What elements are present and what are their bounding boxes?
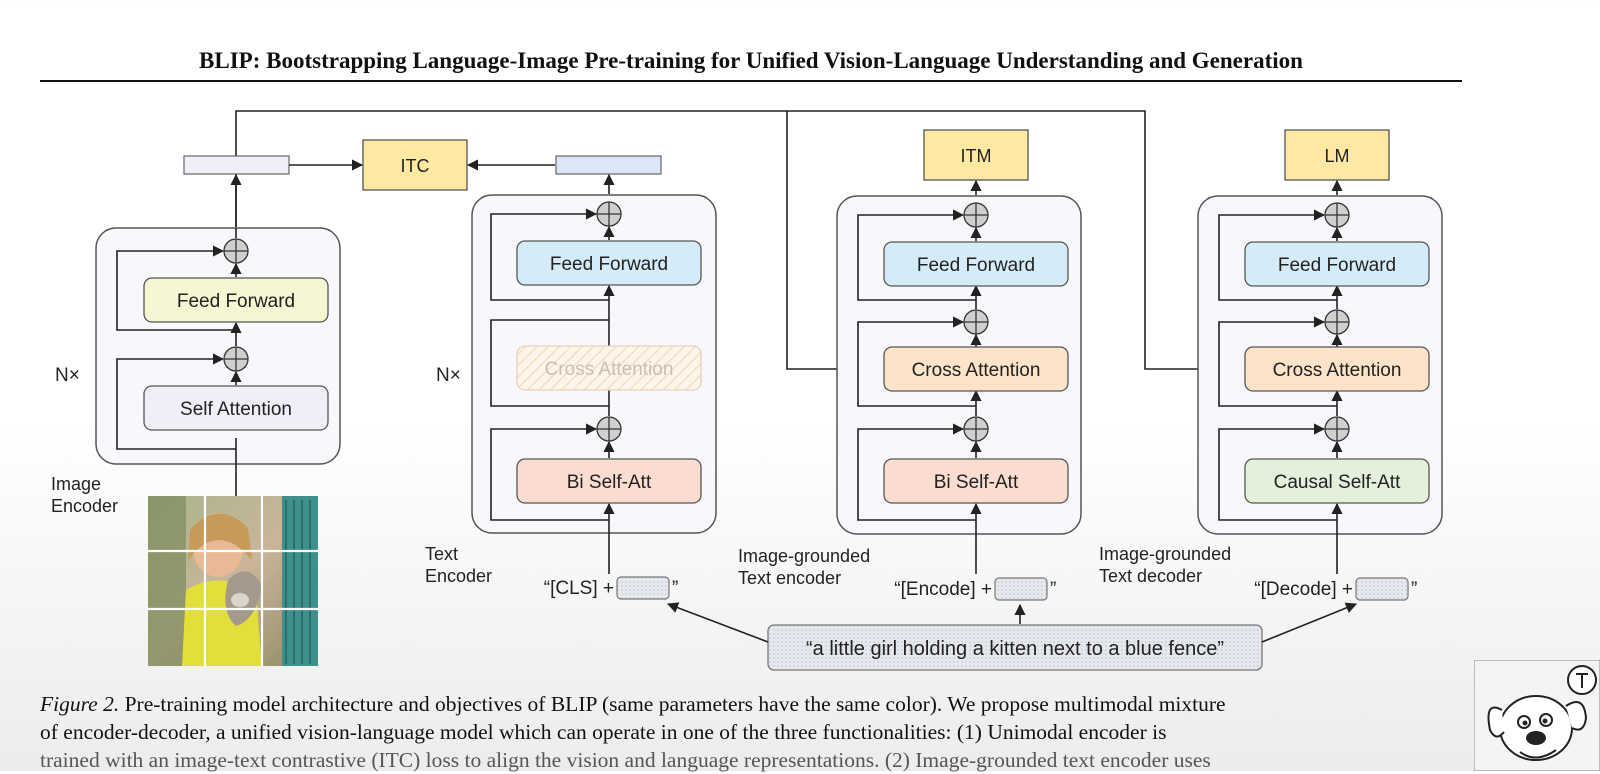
- lm-label: LM: [1324, 146, 1349, 166]
- input-image: [148, 496, 318, 666]
- page-title: BLIP: Bootstrapping Language-Image Pre-t…: [199, 48, 1303, 73]
- decode-token-placeholder: [1355, 577, 1409, 601]
- grounded-encoder-cross-attention-label: Cross Attention: [912, 360, 1041, 381]
- mascot-logo: [1474, 660, 1600, 771]
- caption-text: “a little girl holding a kitten next to …: [806, 638, 1224, 660]
- image-self-attention-block: [143, 385, 329, 431]
- image-encoder-label-line1: Image: [51, 474, 101, 494]
- grounded-encoder-label-line1: Image-grounded: [738, 546, 870, 566]
- image-self-attention-label: Self Attention: [180, 399, 292, 420]
- text-bi-self-att-label: Bi Self-Att: [567, 472, 652, 493]
- grounded-decoder-feed-forward-block: [1244, 241, 1430, 287]
- text-embedding-bar: [555, 155, 662, 175]
- itm-objective: ITM: [923, 129, 1029, 181]
- text-cross-attention-label: Cross Attention: [545, 359, 674, 380]
- grounded-decoder-label-line1: Image-grounded: [1099, 544, 1231, 564]
- svg-text:”: ”: [672, 578, 678, 599]
- svg-text:”: ”: [1050, 579, 1056, 600]
- text-encoder-input: “[CLS] + ”: [544, 576, 678, 600]
- caption-line-1: Figure 2. Pre-training model architectur…: [40, 692, 1226, 716]
- caption-line-2: of encoder-decoder, a unified vision-lan…: [40, 720, 1167, 744]
- image-encoder-repeat-label: N×: [55, 365, 80, 386]
- figure-caption: Figure 2. Pre-training model architectur…: [40, 690, 1460, 774]
- text-feed-forward-label: Feed Forward: [550, 254, 668, 275]
- grounded-encoder-input: “[Encode] + ”: [894, 577, 1056, 601]
- svg-text:“[Decode] +: “[Decode] +: [1254, 579, 1353, 600]
- grounded-decoder-cross-attention-block: [1244, 346, 1430, 392]
- text-cross-attention-block-disabled: [516, 345, 702, 391]
- lm-objective: LM: [1284, 129, 1390, 181]
- text-encoder-label-line1: Text: [425, 544, 458, 564]
- text-encoder-label-line2: Encoder: [425, 566, 492, 586]
- image-encoder-label-line2: Encoder: [51, 496, 118, 516]
- text-feed-forward-block: [516, 240, 702, 286]
- figure-label: Figure 2.: [40, 692, 120, 716]
- grounded-decoder-causal-self-att-block: [1244, 458, 1430, 504]
- encode-token-placeholder: [994, 577, 1048, 601]
- text-bi-self-att-block: [516, 458, 702, 504]
- cartoon-dog-icon: [1474, 660, 1600, 771]
- image-embedding-bar: [183, 155, 290, 175]
- grounded-encoder-feed-forward-label: Feed Forward: [917, 255, 1035, 276]
- image-feed-forward-block: [143, 277, 329, 323]
- grounded-decoder-causal-self-att-label: Causal Self-Att: [1274, 472, 1401, 493]
- grounded-decoder-cross-attention-label: Cross Attention: [1273, 360, 1402, 381]
- svg-text:”: ”: [1411, 579, 1417, 600]
- grounded-encoder-module: Feed Forward Cross Attention Bi Self-Att: [836, 195, 1082, 574]
- grounded-decoder-module: Feed Forward Cross Attention Causal Self…: [1197, 195, 1443, 574]
- caption-line-3: trained with an image-text contrastive (…: [40, 748, 1211, 772]
- caption-text-input: “a little girl holding a kitten next to …: [767, 624, 1263, 671]
- image-encoder-module: Feed Forward Self Attention: [95, 227, 341, 496]
- grounded-encoder-bi-self-att-label: Bi Self-Att: [934, 472, 1019, 493]
- itc-objective: ITC: [362, 139, 468, 191]
- grounded-decoder-label-line2: Text decoder: [1099, 566, 1202, 586]
- grounded-decoder-input: “[Decode] + ”: [1254, 577, 1417, 601]
- svg-text:“[Encode] +: “[Encode] +: [894, 579, 992, 600]
- blip-architecture-diagram: ITC ITM LM: [51, 110, 1443, 671]
- grounded-encoder-cross-attention-block: [883, 346, 1069, 392]
- caption-to-inputs-arrows: [666, 602, 1358, 643]
- itc-label: ITC: [401, 156, 430, 176]
- grounded-encoder-feed-forward-block: [883, 241, 1069, 287]
- image-feed-forward-label: Feed Forward: [177, 291, 295, 312]
- text-encoder-module: Feed Forward Cross Attention Bi Self-Att: [471, 194, 717, 574]
- grounded-decoder-feed-forward-label: Feed Forward: [1278, 255, 1396, 276]
- title-rule: [40, 80, 1462, 82]
- text-token-placeholder: [616, 576, 670, 600]
- text-encoder-repeat-label: N×: [436, 365, 461, 386]
- grounded-encoder-bi-self-att-block: [883, 458, 1069, 504]
- svg-text:“[CLS] +: “[CLS] +: [544, 578, 614, 599]
- grounded-encoder-label-line2: Text encoder: [738, 568, 841, 588]
- itm-label: ITM: [961, 146, 992, 166]
